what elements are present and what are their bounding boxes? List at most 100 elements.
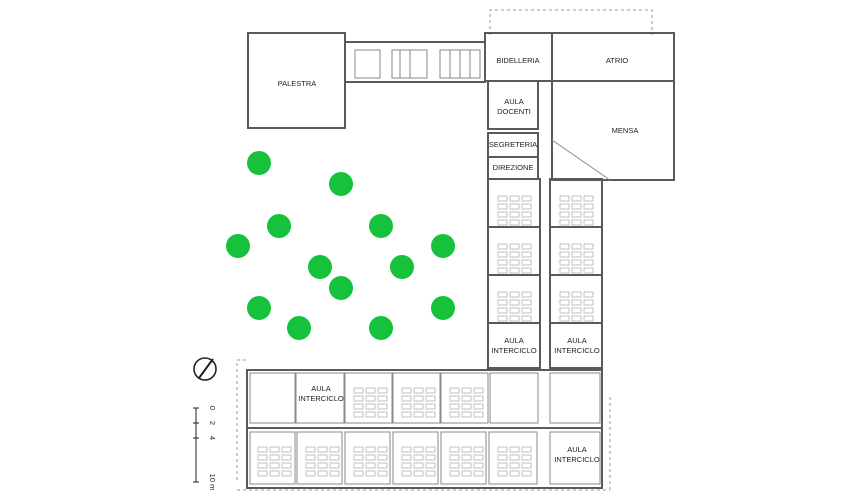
- desk: [521, 243, 532, 250]
- desk: [425, 446, 436, 453]
- desk: [583, 243, 594, 250]
- desk: [461, 411, 472, 418]
- desk: [353, 470, 364, 477]
- label-interciclo-c-2: INTERCICLO: [298, 394, 344, 403]
- desk: [401, 395, 412, 402]
- desk: [521, 267, 532, 274]
- desk: [353, 446, 364, 453]
- desk: [509, 446, 520, 453]
- label-interciclo-a-2: INTERCICLO: [491, 346, 537, 355]
- label-palestra: PALESTRA: [278, 79, 317, 88]
- desk: [571, 315, 582, 322]
- desk: [353, 462, 364, 469]
- desk: [365, 454, 376, 461]
- desk: [559, 299, 570, 306]
- desk: [497, 243, 508, 250]
- tree-5: [226, 234, 250, 258]
- north-arrow-icon: [193, 357, 217, 381]
- desk: [449, 446, 460, 453]
- desk: [281, 454, 292, 461]
- desk: [353, 454, 364, 461]
- desk: [559, 251, 570, 258]
- desk: [583, 219, 594, 226]
- desk: [497, 211, 508, 218]
- desk: [401, 454, 412, 461]
- desk: [461, 387, 472, 394]
- desk: [401, 387, 412, 394]
- desk: [571, 307, 582, 314]
- desk: [571, 259, 582, 266]
- desk: [425, 470, 436, 477]
- classroom-desks: [257, 195, 594, 477]
- label-interciclo-d-2: INTERCICLO: [554, 455, 600, 464]
- desk: [583, 291, 594, 298]
- desk: [413, 395, 424, 402]
- tree-10: [247, 296, 271, 320]
- desk: [317, 462, 328, 469]
- desk: [559, 267, 570, 274]
- label-interciclo-c-1: AULA: [311, 384, 331, 393]
- tree-6: [431, 234, 455, 258]
- scale-tick-0: 0: [208, 406, 217, 410]
- desk: [377, 462, 388, 469]
- desk: [497, 462, 508, 469]
- desk: [425, 403, 436, 410]
- desk: [353, 411, 364, 418]
- desk: [583, 195, 594, 202]
- desk: [353, 403, 364, 410]
- desk: [425, 411, 436, 418]
- desk: [583, 211, 594, 218]
- desk: [521, 315, 532, 322]
- site-boundary: [236, 9, 653, 491]
- desk: [571, 299, 582, 306]
- desk: [305, 446, 316, 453]
- label-interciclo-b-1: AULA: [567, 336, 587, 345]
- desk: [329, 470, 340, 477]
- desk: [509, 307, 520, 314]
- desk: [413, 454, 424, 461]
- label-aula-docenti-1: AULA: [504, 97, 524, 106]
- desk: [521, 211, 532, 218]
- tree-3: [267, 214, 291, 238]
- desk: [269, 446, 280, 453]
- tree-1: [247, 151, 271, 175]
- desk: [449, 454, 460, 461]
- label-aula-docenti-2: DOCENTI: [497, 107, 531, 116]
- desk: [269, 470, 280, 477]
- desk: [583, 315, 594, 322]
- desk: [473, 411, 484, 418]
- desk: [413, 470, 424, 477]
- classroom-column-left: [487, 178, 541, 369]
- tree-2: [329, 172, 353, 196]
- desk: [559, 219, 570, 226]
- desk: [281, 446, 292, 453]
- desk: [317, 454, 328, 461]
- desk: [377, 403, 388, 410]
- desk: [521, 195, 532, 202]
- desk: [571, 211, 582, 218]
- desk: [497, 291, 508, 298]
- desk: [449, 403, 460, 410]
- desk: [571, 219, 582, 226]
- desk: [401, 446, 412, 453]
- desk: [377, 387, 388, 394]
- tree-9: [329, 276, 353, 300]
- desk: [559, 211, 570, 218]
- desk: [353, 387, 364, 394]
- desk: [559, 291, 570, 298]
- classroom-column-right: [549, 178, 603, 369]
- desk: [281, 470, 292, 477]
- desk: [497, 315, 508, 322]
- desk: [257, 462, 268, 469]
- desk: [305, 470, 316, 477]
- desk: [257, 454, 268, 461]
- label-interciclo-b-2: INTERCICLO: [554, 346, 600, 355]
- desk: [377, 446, 388, 453]
- desk: [473, 403, 484, 410]
- desk: [365, 395, 376, 402]
- room-labels: PALESTRA BIDELLERIA ATRIO AULA DOCENTI M…: [278, 56, 639, 464]
- desk: [365, 411, 376, 418]
- desk: [329, 454, 340, 461]
- desk: [509, 203, 520, 210]
- desk: [509, 259, 520, 266]
